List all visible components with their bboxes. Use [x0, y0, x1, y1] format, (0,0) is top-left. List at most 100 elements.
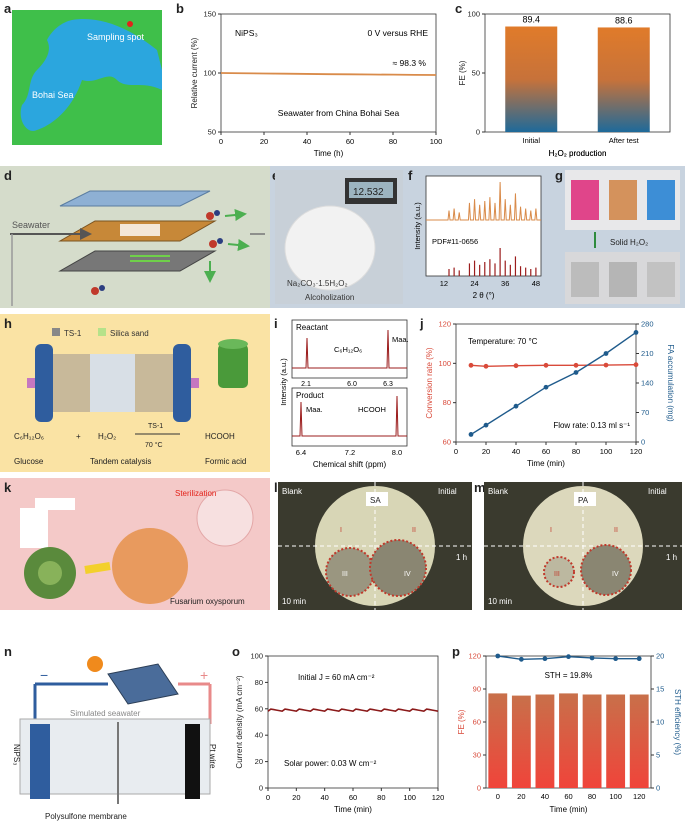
fa-point	[483, 422, 489, 428]
current-density-series	[267, 708, 439, 713]
petri-dish-sa: SA Blank Initial 1 h 10 min I II III IV	[278, 482, 472, 610]
hcooh-annotation: HCOOH	[358, 405, 386, 414]
sth-point	[495, 653, 501, 659]
glucose-annotation: C₆H₁₂O₆	[334, 345, 362, 354]
q3-label-l: III	[342, 571, 348, 578]
conversion-point	[468, 362, 474, 368]
one-hour-label-m: 1 h	[666, 553, 677, 562]
formic-name: Formic acid	[205, 457, 246, 466]
petri-pa-graphic: PA Blank Initial 1 h 10 min I II III IV	[484, 482, 682, 610]
bar-value-label: 89.4	[522, 15, 540, 25]
fe-bar	[535, 694, 555, 788]
solar-cell-diagram: − + Simulated seawater NiPS₃ Pt wire Pol…	[12, 656, 217, 821]
fa-point	[633, 330, 639, 335]
legend-ts1: TS-1	[64, 329, 82, 338]
membrane-label: Polysulfone membrane	[45, 812, 127, 821]
x-category-label: 60	[564, 792, 572, 801]
y-tick-label: 120	[468, 652, 481, 661]
sterilization-label: Sterilization	[175, 489, 216, 498]
x-tick-label: 80	[572, 447, 580, 456]
x-category-label: 120	[633, 792, 646, 801]
sth-point	[613, 656, 619, 662]
panel-letter-h: h	[4, 316, 12, 331]
panel-letter-m: m	[474, 480, 486, 495]
annotation-potential: 0 V versus RHE	[368, 28, 429, 38]
x-axis-label: Time (h)	[314, 149, 344, 158]
q3-label-m: III	[554, 571, 560, 578]
y-tick-label: 100	[250, 652, 263, 661]
reference-label: PDF#11-0656	[432, 237, 478, 246]
reactant-frame	[291, 319, 408, 379]
conversion-point	[513, 363, 519, 369]
x-category-label: 80	[588, 792, 596, 801]
y2-tick-label: 140	[641, 379, 654, 388]
fa-point	[603, 351, 609, 356]
top-tick-label: 6.0	[347, 381, 357, 388]
y-axis-label: Conversion rate (%)	[425, 347, 434, 418]
x-tick-label: 80	[377, 793, 385, 802]
fa-point	[468, 432, 474, 437]
sth-point	[636, 656, 642, 662]
panel-letter-k: k	[4, 480, 12, 495]
y-tick-label: 90	[473, 685, 481, 694]
y-tick-label: 0	[477, 784, 481, 793]
panel-letter-a: a	[4, 1, 12, 16]
x-tick-label: 40	[303, 137, 311, 146]
sampling-spot-marker	[127, 21, 133, 27]
conversion-point	[483, 363, 489, 369]
sth-annotation: STH = 19.8%	[545, 671, 593, 680]
nips3-label: NiPS₃	[12, 744, 21, 765]
blank-label-m: Blank	[488, 487, 509, 496]
fa-series	[470, 331, 637, 436]
x-tick-label: 20	[260, 137, 268, 146]
x-axis-label: 2 θ (°)	[473, 291, 495, 300]
panel-letter-g: g	[555, 168, 563, 183]
plus-sign-n: +	[200, 667, 208, 683]
q2-label-l: II	[412, 527, 416, 534]
y-tick-label: 100	[467, 10, 480, 19]
fe-bar	[559, 693, 578, 788]
h2o2-formula: H₂O₂	[98, 432, 116, 441]
x-tick-label: 0	[454, 447, 458, 456]
x-category-label: 100	[609, 792, 622, 801]
annotation-seawater: Seawater from China Bohai Sea	[278, 108, 400, 118]
x-tick-label: 60	[542, 447, 550, 456]
plot-frame	[425, 175, 542, 277]
annotation-nips3: NiPS₃	[235, 28, 258, 38]
y-tick-label: 100	[438, 359, 451, 368]
glucose-name: Glucose	[14, 457, 44, 466]
maa-annotation-top: Maa.	[392, 335, 409, 344]
y2-tick-label: 20	[656, 652, 664, 661]
y-tick-label: 20	[255, 757, 263, 766]
panel-letter-p: p	[452, 644, 460, 659]
y-axis-label: Intensity (a.u.)	[413, 202, 422, 250]
y-tick-label: 0	[259, 784, 263, 793]
alcoholization-label: Alcoholization	[305, 293, 354, 302]
solar-power-annotation: Solar power: 0.03 W cm⁻²	[284, 759, 377, 768]
x-tick-label: 60	[346, 137, 354, 146]
fe-bar	[597, 27, 650, 133]
sa-label: SA	[370, 496, 381, 505]
minus-sign: −	[40, 667, 48, 683]
conversion-series	[470, 364, 637, 367]
x-tick-label: 12	[440, 279, 448, 288]
y2-axis-label: STH efficiency (%)	[673, 689, 682, 755]
panel-letter-d: d	[4, 168, 12, 183]
y2-tick-label: 15	[656, 685, 664, 694]
x-tick-label: 40	[320, 793, 328, 802]
y2-tick-label: 0	[656, 784, 660, 793]
x-axis-label: H₂O₂ production	[549, 149, 607, 158]
vials-graphic: Solid H₂O₂	[565, 170, 680, 304]
y-axis-label: FE (%)	[458, 60, 467, 85]
x-tick-label: 100	[403, 793, 416, 802]
product-label: Product	[296, 391, 324, 400]
relative-current-series	[220, 72, 437, 76]
x-tick-label: 120	[630, 447, 643, 456]
sth-point	[542, 656, 548, 662]
x-tick-label: 36	[501, 279, 509, 288]
solid-photo: 12.532 Na₂CO₃·1.5H₂O₂ Alcoholization	[275, 170, 403, 304]
y-tick-label: 40	[255, 731, 263, 740]
y-axis-label: Relative current (%)	[190, 37, 199, 108]
scale-reading: 12.532	[353, 187, 384, 198]
